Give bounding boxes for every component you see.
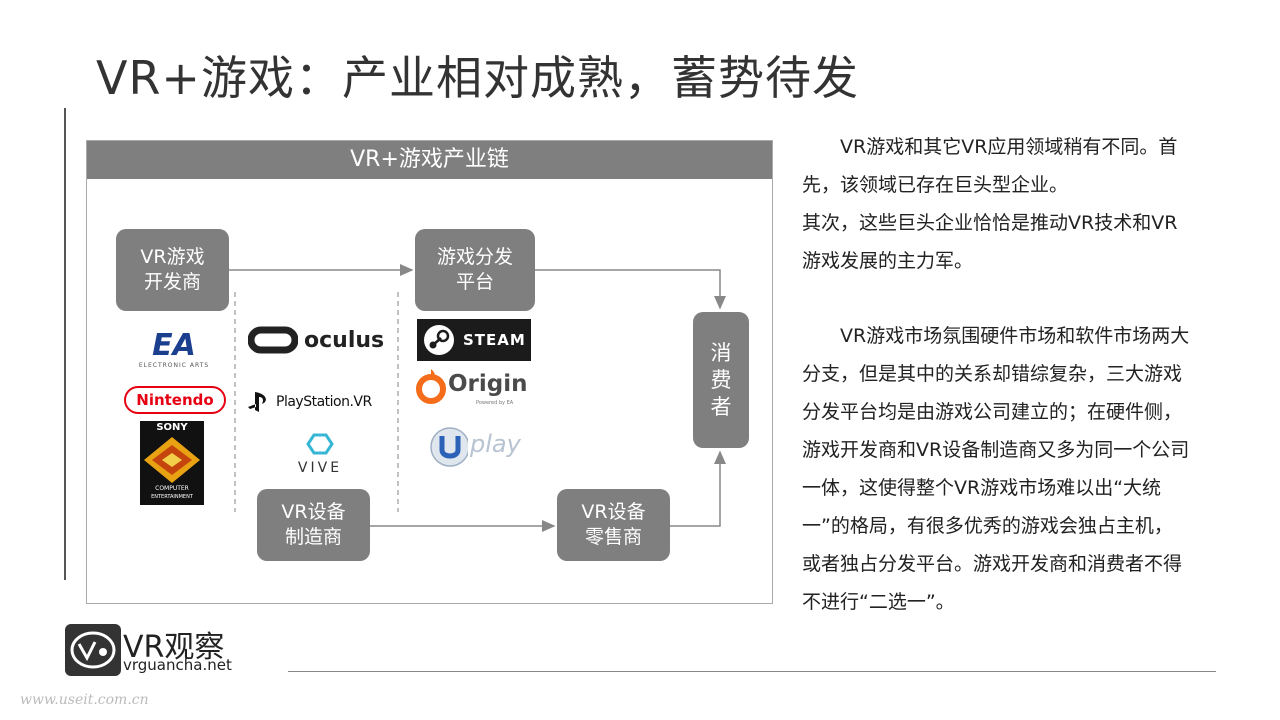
uplay-logo: play: [414, 420, 534, 470]
arrow-retailer-to-consumer: [670, 450, 726, 527]
playstation-vr-logo: PlayStation.VR: [246, 388, 386, 416]
steam-icon: [424, 325, 454, 355]
vive-icon: [306, 433, 334, 455]
node-vr-device-retailer: VR设备零售商: [557, 489, 670, 561]
paragraph-1: VR游戏和其它VR应用领域稍有不同。首 先，该领域已存在巨头型企业。 其次，这些…: [802, 136, 1178, 272]
origin-icon: [416, 369, 446, 404]
node-vr-game-developer: VR游戏开发商: [116, 229, 229, 311]
brand-url: vrguancha.net: [123, 656, 232, 674]
footer-divider: [288, 671, 1216, 672]
brand-name: VR观察: [123, 630, 225, 665]
sony-computer-entertainment-logo: SONY COMPUTER ENTERTAINMENT: [140, 421, 204, 505]
paragraph-2: VR游戏市场氛围硬件市场和软件市场两大 分支，但是其中的关系却错综复杂，三大游戏…: [802, 325, 1190, 613]
steam-logo: STEAM: [417, 319, 531, 361]
panel-heading: VR+游戏产业链: [87, 141, 772, 179]
oculus-logo: oculus: [248, 322, 388, 358]
ea-logo: EA ELECTRONIC ARTS: [138, 328, 210, 370]
left-divider: [64, 108, 66, 580]
watermark: www.useit.com.cn: [20, 692, 149, 708]
vive-logo: VIVE: [290, 432, 350, 476]
page-title: VR+游戏：产业相对成熟，蓄势待发: [96, 51, 859, 105]
nintendo-logo: Nintendo: [124, 386, 226, 414]
origin-logo: Origin Powered by EA: [414, 367, 534, 411]
vr-guancha-logo-icon: [65, 624, 121, 676]
playstation-icon: [248, 392, 266, 412]
oculus-icon: [248, 326, 298, 354]
node-consumer: 消费者: [693, 312, 749, 448]
node-vr-device-manufacturer: VR设备制造商: [257, 489, 370, 561]
node-distribution-platform: 游戏分发平台: [415, 229, 535, 311]
arrow-platform-to-consumer: [535, 269, 726, 310]
uplay-icon: [430, 427, 468, 467]
